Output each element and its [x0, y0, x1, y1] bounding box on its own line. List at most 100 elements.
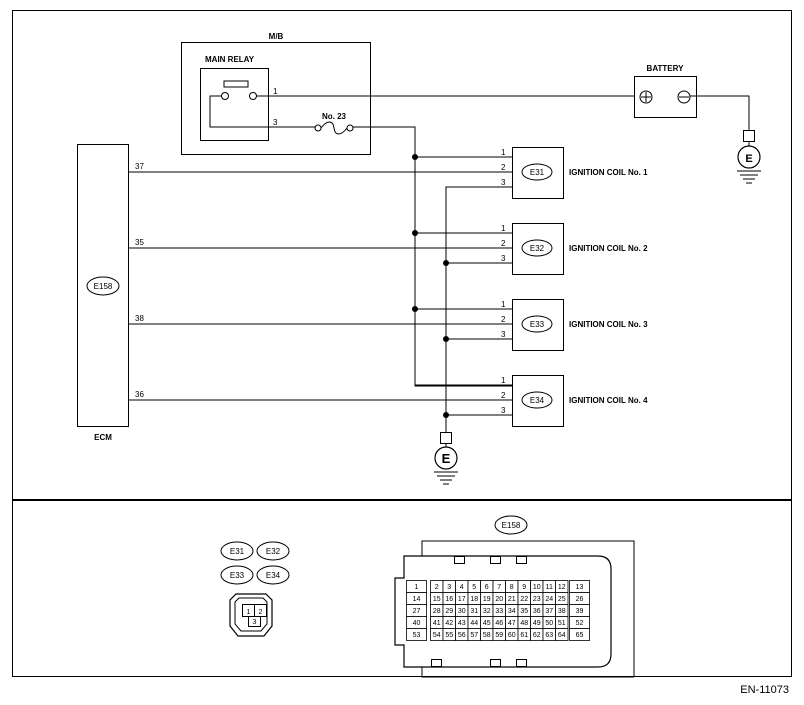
- pin-number: 20: [495, 596, 503, 603]
- coil-pin-3: 3: [501, 406, 506, 415]
- pin-number: 54: [433, 632, 441, 639]
- pin-number: 31: [470, 608, 478, 615]
- pin-number: 57: [470, 632, 478, 639]
- coil-label: IGNITION COIL No. 2: [569, 244, 648, 253]
- pin-number: 21: [508, 596, 516, 603]
- pin-number: 25: [558, 596, 566, 603]
- pin-number: 10: [533, 584, 541, 591]
- pin-number: 18: [470, 596, 478, 603]
- battery-positive-icon: [639, 90, 653, 104]
- fuse-label: No. 23: [322, 112, 347, 121]
- pin-number: 56: [458, 632, 466, 639]
- coil-pin-3: 3: [501, 178, 506, 187]
- coil-pin-3: 3: [501, 330, 506, 339]
- fuse-terminal-left: [314, 124, 322, 132]
- pin-number: 42: [445, 620, 453, 627]
- mb-label: M/B: [269, 32, 284, 41]
- coil-pin-1: 1: [501, 148, 506, 157]
- mb-block: M/B MAIN RELAY 1 3 No. 23: [181, 32, 371, 155]
- coil-face-pin-1: 1: [247, 609, 251, 616]
- pin-number: 38: [558, 608, 566, 615]
- pin-number: 44: [470, 620, 478, 627]
- pin-number: 1: [415, 584, 419, 591]
- pin-number: 7: [497, 584, 501, 591]
- battery-negative-icon: [677, 90, 691, 104]
- pin-number: 40: [413, 620, 421, 627]
- coil-face-label-1: E31: [230, 547, 245, 556]
- coil-pin-2: 2: [501, 239, 506, 248]
- pin-number: 11: [546, 584, 553, 591]
- coil-connector-label: E34: [530, 396, 545, 405]
- coil-face-label-3: E33: [230, 571, 245, 580]
- battery-ground-letter: E: [745, 153, 752, 165]
- pin-number: 35: [520, 608, 528, 615]
- pin-number: 13: [576, 584, 584, 591]
- coil-ground-letter: E: [442, 451, 451, 466]
- coil-connector-face: E31 E32 E33 E34 1 2 3: [220, 541, 290, 637]
- pin-number: 16: [445, 596, 453, 603]
- ecm-pin-number: 36: [135, 390, 144, 399]
- relay-contact-right: [249, 92, 257, 100]
- pin-number: 48: [520, 620, 528, 627]
- power-junction-dot: [412, 230, 418, 236]
- coil-connector-label: E32: [530, 244, 545, 253]
- pin-number: 58: [483, 632, 491, 639]
- ecm-face-label: E158: [502, 521, 521, 530]
- relay-pin-3: 3: [273, 118, 278, 127]
- battery-ground-icon: E: [737, 130, 761, 184]
- pin-number: 5: [472, 584, 476, 591]
- coil-label: IGNITION COIL No. 4: [569, 396, 648, 405]
- pin-number: 63: [545, 632, 553, 639]
- battery: BATTERY: [634, 64, 697, 118]
- pin-number: 39: [576, 608, 584, 615]
- pin-number: 50: [545, 620, 553, 627]
- ecm: E158 ECM: [77, 144, 129, 442]
- pin-number: 47: [508, 620, 516, 627]
- coil-connector-label: E33: [530, 320, 545, 329]
- coil-pin-2: 2: [501, 391, 506, 400]
- power-junction-dot: [412, 306, 418, 312]
- ecm-pin-number: 37: [135, 162, 144, 171]
- coil-pin-2: 2: [501, 163, 506, 172]
- pin-number: 53: [413, 632, 421, 639]
- wire-fuse-to-coils: [353, 126, 512, 387]
- coil-face-label-4: E34: [266, 571, 281, 580]
- pin-number: 43: [458, 620, 466, 627]
- pin-number: 45: [483, 620, 491, 627]
- coil-pin-1: 1: [501, 300, 506, 309]
- relay-contact-left: [221, 92, 229, 100]
- pin-number: 62: [533, 632, 541, 639]
- coil-connector-outline: [521, 315, 553, 333]
- ecm-box: [77, 144, 129, 427]
- coil-connector-outline: [521, 239, 553, 257]
- pin-number: 49: [533, 620, 541, 627]
- fuse-terminal-right: [346, 124, 354, 132]
- relay-pin-1: 1: [273, 87, 278, 96]
- ecm-pin-number: 35: [135, 238, 144, 247]
- pin-number: 52: [576, 620, 584, 627]
- pin-number: 17: [458, 596, 466, 603]
- coil-box: [512, 299, 564, 351]
- ecm-label: ECM: [94, 433, 112, 442]
- pin-number: 24: [545, 596, 553, 603]
- pin-number: 59: [495, 632, 503, 639]
- pin-number: 64: [558, 632, 566, 639]
- coil-connector-outline: [521, 391, 553, 409]
- battery-label: BATTERY: [647, 64, 685, 73]
- pin-number: 30: [458, 608, 466, 615]
- pin-number: 26: [576, 596, 584, 603]
- pin-number: 9: [522, 584, 526, 591]
- coil-label: IGNITION COIL No. 1: [569, 168, 648, 177]
- pin-number: 4: [460, 584, 464, 591]
- ecm-pin-number: 38: [135, 314, 144, 323]
- pin-number: 65: [576, 632, 584, 639]
- pin-number: 51: [558, 620, 566, 627]
- coil-ground-icon: E: [434, 432, 458, 485]
- pin-number: 60: [508, 632, 516, 639]
